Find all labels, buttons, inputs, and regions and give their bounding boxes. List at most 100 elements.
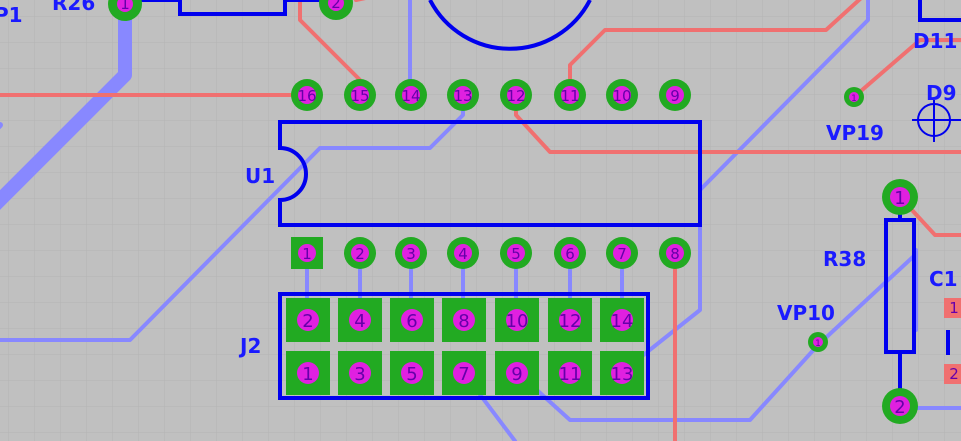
j2-pad-8[interactable]: 8	[442, 298, 486, 342]
svg-text:10: 10	[506, 311, 529, 332]
svg-text:1: 1	[894, 188, 905, 209]
svg-text:1: 1	[851, 94, 857, 104]
r26-label: R26	[52, 0, 95, 15]
svg-text:4: 4	[458, 245, 468, 263]
c1-label: C1	[929, 267, 958, 291]
svg-text:10: 10	[612, 87, 631, 105]
u1-pad-7[interactable]: 7	[606, 237, 638, 269]
j2-pad-7[interactable]: 7	[442, 351, 486, 395]
vp19-label: VP19	[826, 121, 884, 145]
u1-pad-13[interactable]: 13	[447, 79, 479, 111]
j2-bottom-row-pads: 1 3 5 7 9 11 13	[286, 351, 644, 395]
u1-bottom-pads: 1 2 3 4 5 6 7 8	[291, 237, 691, 269]
c1-pads[interactable]: 1 2	[944, 298, 961, 384]
d9-crosshair-icon	[912, 100, 961, 142]
u1-pad-3[interactable]: 3	[395, 237, 427, 269]
j2-pad-4[interactable]: 4	[338, 298, 382, 342]
j2-pad-9[interactable]: 9	[495, 351, 539, 395]
j2-pad-5[interactable]: 5	[390, 351, 434, 395]
d11-outline	[918, 0, 961, 22]
svg-text:9: 9	[511, 364, 522, 385]
u1-label: U1	[245, 164, 275, 188]
component-outlines	[135, 0, 961, 405]
svg-text:3: 3	[354, 364, 365, 385]
u1-pad-9[interactable]: 9	[659, 79, 691, 111]
j2-pad-11[interactable]: 11	[548, 351, 592, 395]
j2-pad-3[interactable]: 3	[338, 351, 382, 395]
svg-text:8: 8	[458, 311, 469, 332]
r26-outline	[135, 0, 320, 16]
u1-pad-11[interactable]: 11	[554, 79, 586, 111]
top-partial-pads: 1 2	[108, 0, 353, 21]
svg-text:6: 6	[406, 311, 417, 332]
p1-label: P1	[0, 3, 23, 27]
svg-text:1: 1	[302, 245, 312, 263]
u1-pad-12[interactable]: 12	[500, 79, 532, 111]
svg-text:7: 7	[458, 364, 469, 385]
j2-pad-13[interactable]: 13	[600, 351, 644, 395]
svg-text:14: 14	[401, 87, 420, 105]
j2-pad-1[interactable]: 1	[286, 351, 330, 395]
u1-body-outline	[278, 120, 702, 227]
u1-pad-10[interactable]: 10	[606, 79, 638, 111]
r26-pad-2[interactable]: 2	[319, 0, 353, 20]
svg-text:5: 5	[511, 245, 521, 263]
r38-pad-2[interactable]: 2	[882, 388, 918, 424]
c1-pad-1-number: 1	[949, 299, 959, 317]
u1-pad-5[interactable]: 5	[500, 237, 532, 269]
j2-pad-14[interactable]: 14	[600, 298, 644, 342]
svg-text:7: 7	[617, 245, 627, 263]
svg-text:2: 2	[331, 0, 341, 12]
j2-pad-6[interactable]: 6	[390, 298, 434, 342]
svg-text:5: 5	[406, 364, 417, 385]
svg-text:12: 12	[506, 87, 525, 105]
svg-text:2: 2	[355, 245, 365, 263]
c1-pad-1	[944, 298, 961, 318]
svg-text:4: 4	[354, 311, 365, 332]
u1-pad-16[interactable]: 16	[291, 79, 323, 111]
top-component-outline	[428, 0, 592, 51]
vp10-pad[interactable]: 1	[808, 332, 828, 352]
c1-pad-2	[944, 364, 961, 384]
svg-text:13: 13	[611, 364, 634, 385]
svg-text:1: 1	[302, 364, 313, 385]
svg-text:2: 2	[302, 311, 313, 332]
svg-text:1: 1	[120, 0, 130, 13]
d9-label: D9	[926, 81, 957, 105]
svg-text:9: 9	[670, 87, 680, 105]
r38-pad-1[interactable]: 1	[882, 179, 918, 215]
svg-text:11: 11	[560, 87, 579, 105]
u1-pad-14[interactable]: 14	[395, 79, 427, 111]
svg-text:11: 11	[559, 364, 582, 385]
r38-label: R38	[823, 247, 866, 271]
svg-text:15: 15	[350, 87, 369, 105]
d11-label: D11	[913, 29, 957, 53]
j2-top-row-pads: 2 4 6 8 10 12 14	[286, 298, 644, 342]
j2-pad-12[interactable]: 12	[548, 298, 592, 342]
c1-pad-2-number: 2	[949, 365, 959, 383]
svg-text:2: 2	[894, 397, 905, 418]
vp10-label: VP10	[777, 301, 835, 325]
svg-text:16: 16	[297, 87, 316, 105]
u1-pad-1[interactable]: 1	[291, 237, 323, 269]
u1-pad-2[interactable]: 2	[344, 237, 376, 269]
svg-text:3: 3	[406, 245, 416, 263]
r26-pad-1[interactable]: 1	[108, 0, 142, 21]
u1-pad-6[interactable]: 6	[554, 237, 586, 269]
u1-top-pads: 16 15 14 13 12 11 10 9	[291, 79, 691, 111]
j2-pad-10[interactable]: 10	[495, 298, 539, 342]
j2-body-outline	[278, 292, 650, 400]
svg-text:8: 8	[670, 245, 680, 263]
svg-text:14: 14	[611, 311, 634, 332]
u1-pad-8[interactable]: 8	[659, 237, 691, 269]
u1-pad-4[interactable]: 4	[447, 237, 479, 269]
svg-text:13: 13	[453, 87, 472, 105]
svg-text:12: 12	[559, 311, 582, 332]
u1-pad-15[interactable]: 15	[344, 79, 376, 111]
j2-label: J2	[238, 334, 261, 358]
vp19-pad[interactable]: 1	[844, 87, 864, 107]
svg-text:1: 1	[815, 339, 821, 349]
svg-text:6: 6	[565, 245, 575, 263]
j2-pad-2[interactable]: 2	[286, 298, 330, 342]
